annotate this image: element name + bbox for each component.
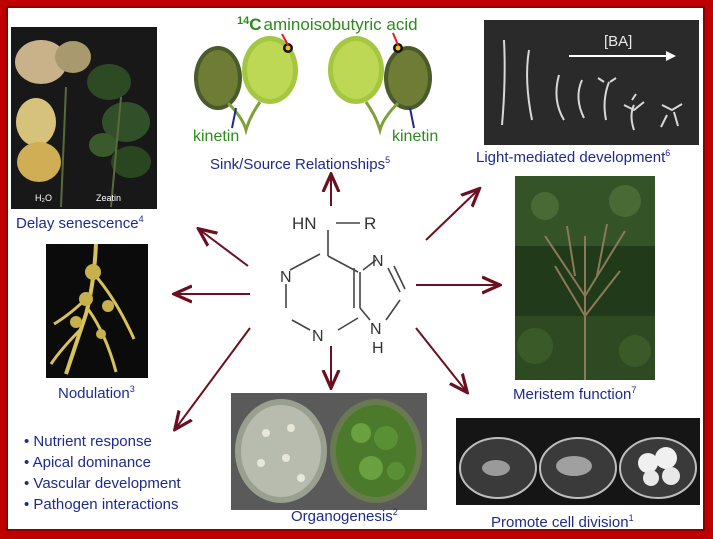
petri-plates-image: [231, 393, 427, 510]
senescence-photo: H₂O Zeatin: [11, 27, 157, 209]
arrow-to-cell-division: [415, 327, 466, 391]
other-effects-list: Nutrient response Apical dominance Vascu…: [24, 431, 181, 515]
senescence-image: H₂O Zeatin: [11, 27, 157, 209]
arrow-to-senescence: [200, 230, 249, 267]
c14-element: C: [249, 15, 261, 34]
purine-ring: [285, 230, 406, 331]
sink-source-label: Sink/Source Relationships5: [210, 155, 391, 173]
h2o-label: H₂O: [35, 193, 52, 203]
n7-atom: N: [372, 253, 384, 270]
meristem-photo: [515, 176, 655, 380]
cell-division-label: Promote cell division1: [491, 513, 634, 531]
n1-atom: N: [280, 269, 292, 286]
aminoisobutyric-text: aminoisobutyric acid: [264, 15, 418, 34]
organogenesis-label: Organogenesis2: [291, 507, 398, 525]
meristem-label: Meristem function7: [513, 385, 637, 403]
n3-atom: N: [312, 328, 324, 345]
list-item: Apical dominance: [24, 452, 181, 473]
arrow-to-light: [425, 190, 478, 241]
light-development-label: Light-mediated development6: [476, 148, 671, 166]
hn-group: HN: [292, 214, 317, 233]
arrow-to-other-effects: [176, 327, 251, 428]
list-item: Vascular development: [24, 473, 180, 494]
ba-label: [BA]: [604, 33, 632, 50]
nodulation-label: Nodulation3: [58, 384, 135, 402]
n9-atom: N: [370, 321, 382, 338]
callus-plates-image: [456, 418, 700, 505]
cytokinin-diagram: HN R N N N N H: [8, 8, 707, 533]
kinetin-right-label: kinetin: [392, 128, 439, 145]
zeatin-label: Zeatin: [96, 193, 121, 203]
light-development-photo: [BA]: [484, 20, 699, 145]
h9-atom: H: [372, 340, 384, 357]
root-nodules-image: [46, 244, 148, 378]
delay-senescence-label: Delay senescence4: [16, 214, 144, 232]
ba-seedlings-image: [BA]: [484, 20, 699, 145]
list-item: Nutrient response: [24, 431, 181, 452]
cell-division-photo: [456, 418, 700, 505]
witches-broom-image: [515, 176, 655, 380]
list-item: Pathogen interactions: [24, 494, 181, 515]
nodulation-photo: [46, 244, 148, 378]
c14-mass: 14: [237, 15, 250, 27]
organogenesis-photo: [231, 393, 427, 510]
kinetin-left-label: kinetin: [193, 128, 240, 145]
r-group: R: [364, 214, 376, 233]
